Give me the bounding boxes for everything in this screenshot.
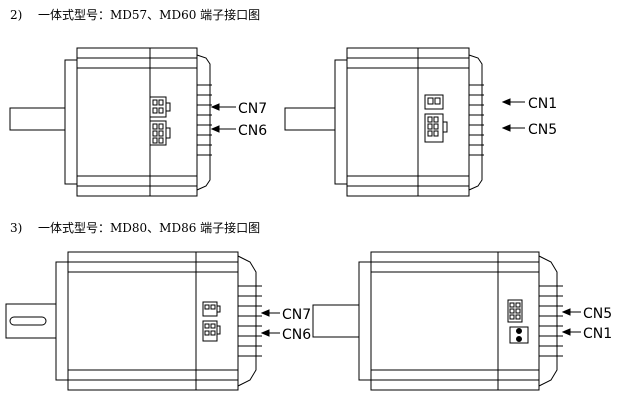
connector-cn7 — [149, 96, 171, 118]
label-cn5: CN5 — [583, 306, 612, 322]
motor-shaft — [5, 303, 57, 339]
connector-cn6 — [202, 320, 221, 342]
connector-cn7 — [202, 301, 221, 317]
motor-shaft — [284, 107, 336, 131]
callout-cn6: CN6 — [260, 327, 311, 343]
motor-rear-cap — [468, 54, 483, 191]
label-cn1: CN1 — [528, 96, 557, 112]
cooling-fins — [197, 84, 212, 156]
label-cn6: CN6 — [238, 123, 267, 139]
motor-flange — [64, 59, 78, 185]
motor-body — [370, 251, 540, 391]
motor-flange — [55, 261, 69, 381]
section-number: 2) — [10, 8, 23, 22]
label-cn1: CN1 — [583, 326, 612, 342]
callout-cn5: CN5 — [561, 306, 612, 322]
callout-cn1: CN1 — [501, 96, 557, 112]
connector-cn6 — [149, 120, 171, 146]
connector-cn1 — [424, 94, 444, 110]
motor-body — [346, 47, 470, 197]
callout-cn7: CN7 — [260, 307, 311, 323]
motor-md80-right: CN5 CN1 — [312, 251, 612, 391]
callout-cn1: CN1 — [561, 326, 612, 342]
section-title: 一体式型号：MD57、MD60 端子接口图 — [38, 8, 261, 22]
motor-flange — [334, 59, 348, 185]
shaft-keyway — [9, 316, 47, 326]
label-cn7: CN7 — [238, 101, 267, 117]
connector-cn1 — [509, 326, 529, 344]
motor-body — [67, 251, 239, 391]
connector-cn5 — [507, 299, 523, 323]
label-cn5: CN5 — [528, 122, 557, 138]
section-heading-md57-md60: 2) 一体式型号：MD57、MD60 端子接口图 — [10, 6, 260, 23]
callout-cn6: CN6 — [210, 123, 267, 139]
section-title: 一体式型号：MD80、MD86 端子接口图 — [38, 221, 261, 235]
callout-cn7: CN7 — [210, 101, 267, 117]
motor-md57-right: CN1 CN5 — [284, 47, 557, 197]
label-cn6: CN6 — [282, 327, 311, 343]
motor-rear-cap — [538, 255, 558, 387]
motor-shaft — [9, 107, 66, 131]
motor-md57-left: CN7 CN6 — [9, 47, 267, 197]
label-cn7: CN7 — [282, 307, 311, 323]
cooling-fins — [238, 285, 262, 357]
connector-cn5 — [424, 113, 448, 143]
section-number: 3) — [10, 221, 23, 235]
motor-rear-cap — [196, 54, 211, 191]
motor-flange — [358, 261, 372, 381]
cooling-fins — [539, 285, 563, 357]
motor-rear-cap — [237, 255, 257, 387]
motor-shaft — [312, 304, 360, 338]
callout-cn5: CN5 — [501, 122, 557, 138]
section-heading-md80-md86: 3) 一体式型号：MD80、MD86 端子接口图 — [10, 219, 260, 236]
motor-body — [76, 47, 198, 197]
motor-md80-left: CN7 CN6 — [5, 251, 311, 391]
cooling-fins — [469, 84, 484, 156]
